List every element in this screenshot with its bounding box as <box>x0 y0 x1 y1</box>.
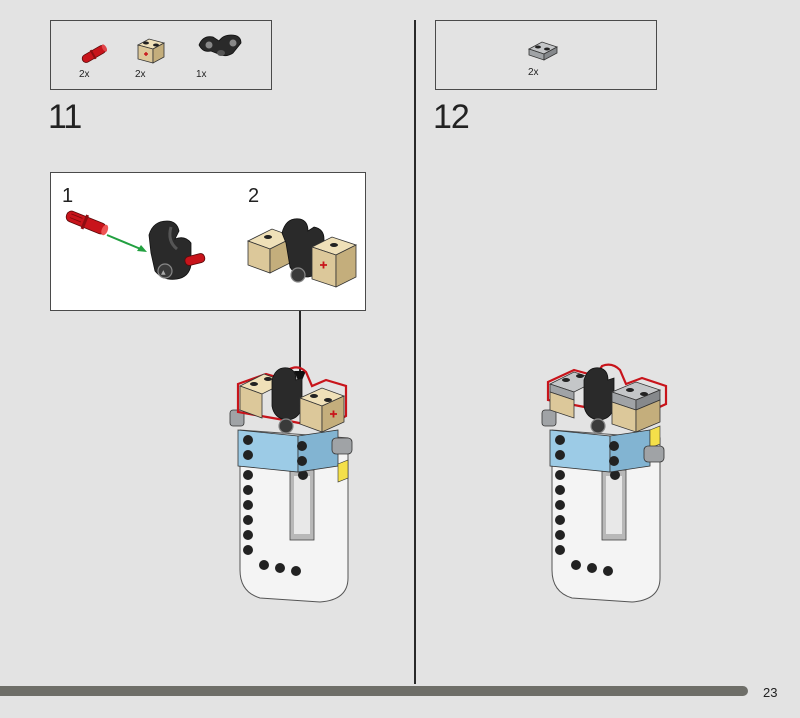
step-number-12: 12 <box>433 98 470 136</box>
sub-assembly-callout: 1 2 ▲ <box>50 172 366 311</box>
model-assembly-step-12 <box>541 363 668 603</box>
parts-list-step-12: 2x <box>435 20 657 90</box>
placement-arrow-icon <box>294 311 306 385</box>
red-axle-pin-icon <box>65 210 109 236</box>
step-divider <box>414 20 416 684</box>
svg-text:▲: ▲ <box>161 269 166 276</box>
step-number-11: 11 <box>48 98 82 136</box>
red-axle-pin-icon <box>81 44 108 63</box>
substep-number-1: 1 <box>62 185 74 207</box>
page-number: 23 <box>763 685 778 700</box>
tan-brick-icon <box>136 38 166 64</box>
substep-1-illustration: ▲ <box>65 210 206 280</box>
green-arrow-icon <box>106 234 147 252</box>
quantity-label: 2x <box>528 67 539 78</box>
parts-list-step-11: 2x 2x 1x <box>50 20 272 90</box>
substep-2-illustration <box>246 218 358 288</box>
page-progress-bar <box>0 686 748 696</box>
tan-brick-right <box>310 236 358 288</box>
black-clip-bracket-icon: ▲ <box>148 220 206 280</box>
substep-number-2: 2 <box>248 185 260 207</box>
quantity-label: 2x <box>79 69 90 80</box>
quantity-label: 2x <box>135 69 146 80</box>
model-assembly-step-11 <box>229 366 353 603</box>
black-clip-bracket-icon <box>198 34 242 57</box>
quantity-label: 1x <box>196 69 207 80</box>
gray-plate-icon <box>527 41 559 61</box>
